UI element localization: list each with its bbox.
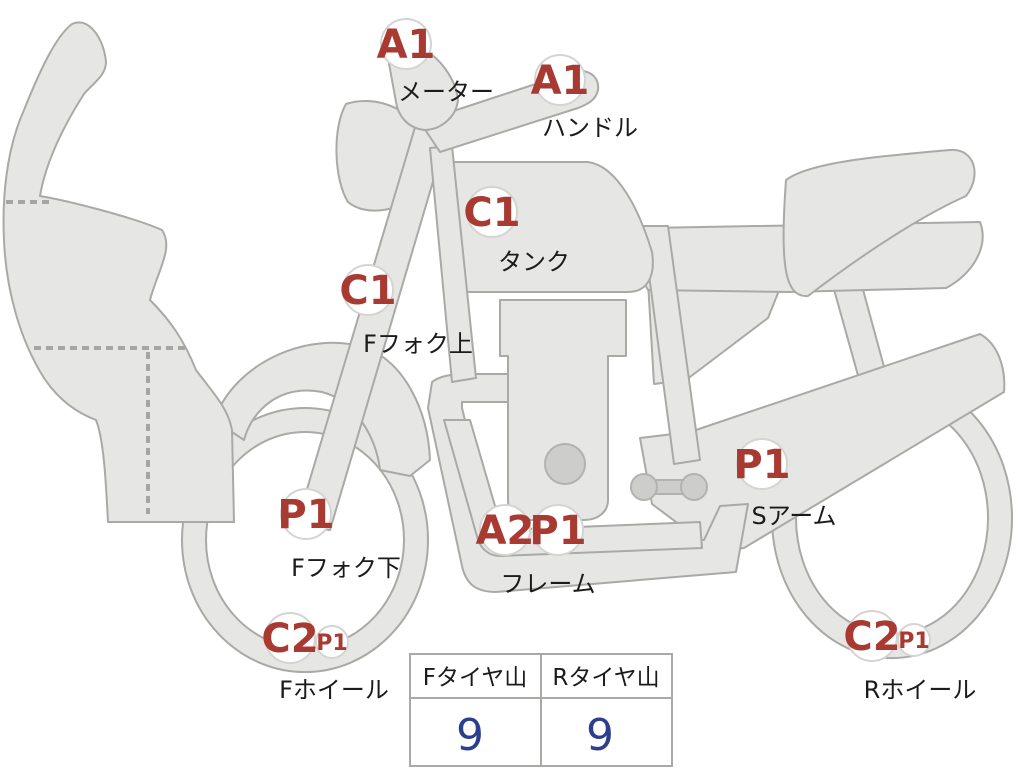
- rear-wheel-marker: C2 P1 Rホイール: [843, 610, 977, 704]
- meter-grade: A1: [377, 22, 436, 68]
- rear-tire-header: Rタイヤ山: [552, 665, 659, 691]
- frame-marker: A2 P1 フレーム: [476, 504, 596, 598]
- fork-lower-marker: P1 Fフォク下: [277, 488, 401, 582]
- handle-grade: A1: [531, 58, 590, 104]
- tire-tread-table: Fタイヤ山 Rタイヤ山 9 9: [409, 653, 673, 767]
- meter-marker: A1 メーター: [377, 18, 494, 106]
- handle-marker: A1 ハンドル: [531, 54, 638, 142]
- fork-upper-marker: C1 Fフォク上: [339, 264, 473, 358]
- fork-upper-grade: C1: [339, 268, 396, 314]
- handle-label: ハンドル: [542, 114, 638, 142]
- tank-label: タンク: [498, 248, 570, 276]
- footpeg-shape: [630, 473, 708, 501]
- seat-shape: [782, 148, 976, 298]
- front-wheel-subgrade: P1: [316, 631, 347, 656]
- meter-label: メーター: [398, 78, 494, 106]
- swingarm-grade: P1: [733, 442, 790, 488]
- swingarm-label: Sアーム: [751, 502, 836, 530]
- swingarm-marker: P1 Sアーム: [733, 438, 837, 530]
- fork-lower-label: Fフォク下: [291, 554, 401, 582]
- front-tire-header: Fタイヤ山: [423, 665, 528, 691]
- fairing-shape: [2, 21, 235, 523]
- rear-wheel-subgrade: P1: [898, 629, 929, 654]
- front-wheel-marker: C2 P1 Fホイール: [261, 612, 389, 704]
- front-tire-value: 9: [456, 710, 484, 761]
- tank-grade: C1: [463, 190, 520, 236]
- rear-tire-value: 9: [586, 710, 614, 761]
- fork-upper-label: Fフォク上: [363, 330, 473, 358]
- engine-shape: [499, 299, 627, 521]
- front-wheel-label: Fホイール: [279, 676, 389, 704]
- fork-lower-grade: P1: [277, 492, 334, 538]
- rear-wheel-grade: C2: [843, 614, 900, 660]
- rear-wheel-label: Rホイール: [864, 676, 977, 704]
- frame-label: フレーム: [500, 570, 595, 598]
- tank-marker: C1 タンク: [463, 186, 570, 276]
- engine-cover-circle: [544, 443, 586, 485]
- frame-grade-a: A2: [476, 508, 535, 554]
- front-wheel-grade: C2: [261, 616, 318, 662]
- frame-grade-b: P1: [529, 508, 586, 554]
